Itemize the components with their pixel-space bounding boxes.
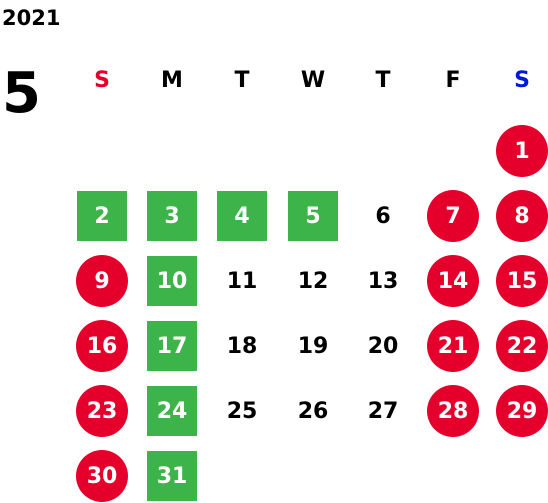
day-cell-20: 20 [367,333,399,359]
day-cell-4: 4 [217,191,267,241]
weekday-label-thu: T [375,68,391,93]
day-cell-28: 28 [427,385,479,437]
day-cell-21: 21 [427,320,479,372]
day-cell-3: 3 [147,191,197,241]
day-cell-31: 31 [147,451,197,501]
day-cell-2: 2 [77,191,127,241]
day-cell-16: 16 [76,320,128,372]
day-cell-17: 17 [147,321,197,371]
day-cell-7: 7 [427,190,479,242]
day-cell-12: 12 [297,268,329,294]
weekday-label-mon: M [161,68,183,93]
day-cell-13: 13 [367,268,399,294]
day-cell-1: 1 [496,125,548,177]
day-cell-10: 10 [147,256,197,306]
weekday-label-wed: W [300,68,326,93]
day-cell-9: 9 [76,255,128,307]
weekday-label-sat: S [514,68,530,93]
day-cell-26: 26 [297,398,329,424]
day-cell-19: 19 [297,333,329,359]
year-label: 2021 [2,6,61,30]
day-cell-8: 8 [496,190,548,242]
day-cell-23: 23 [76,385,128,437]
day-cell-27: 27 [367,398,399,424]
weekday-label-tue: T [234,68,250,93]
day-cell-30: 30 [76,450,128,502]
month-number: 5 [2,61,41,126]
day-cell-11: 11 [226,268,258,294]
weekday-label-sun: S [94,68,110,93]
weekday-label-fri: F [445,68,461,93]
day-cell-5: 5 [288,191,338,241]
day-cell-6: 6 [375,203,391,229]
day-cell-18: 18 [226,333,258,359]
day-cell-24: 24 [147,386,197,436]
day-cell-29: 29 [496,385,548,437]
day-cell-25: 25 [226,398,258,424]
day-cell-22: 22 [496,320,548,372]
day-cell-14: 14 [427,255,479,307]
day-cell-15: 15 [496,255,548,307]
